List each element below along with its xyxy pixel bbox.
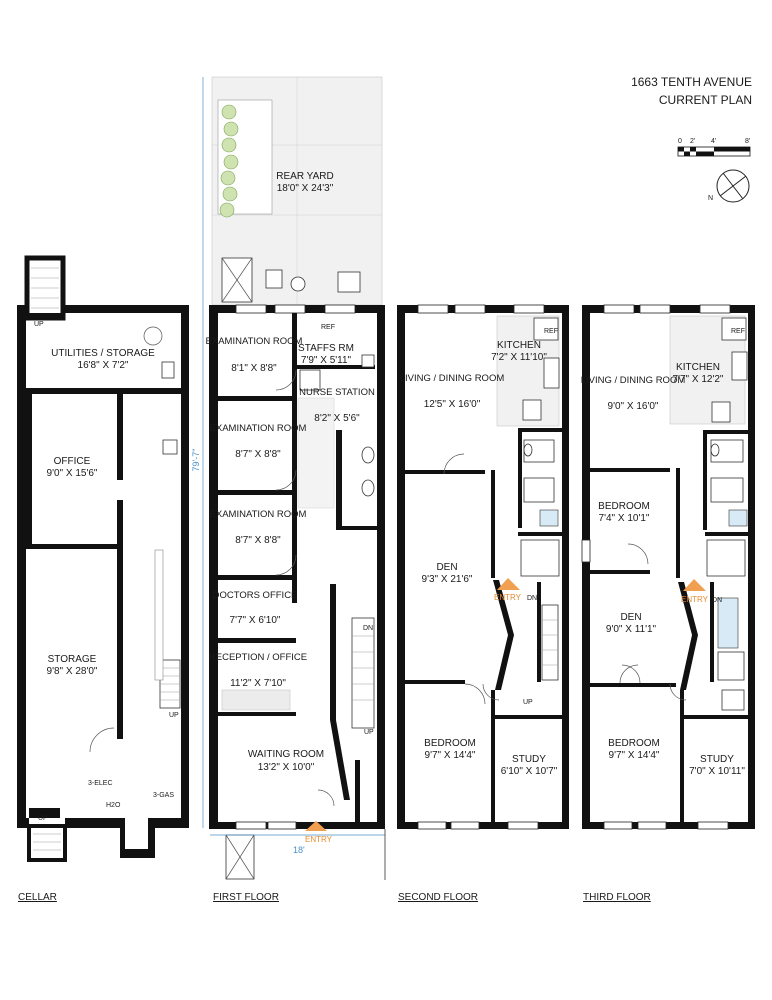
third-living-name: LIVING / DINING ROOM: [581, 375, 686, 386]
first-staffs-size: 7'9" X 5'11": [301, 355, 352, 366]
first-reception-size: 11'2" X 7'10": [230, 678, 286, 689]
cellar-stair-up: UP: [169, 712, 179, 719]
plan-subtitle: CURRENT PLAN: [659, 93, 752, 107]
second-entry-label: ENTRY: [494, 593, 522, 602]
second-living-name: LIVING / DINING ROOM: [400, 373, 505, 384]
second-study-size: 6'10" X 10'7": [501, 766, 558, 777]
third-study-size: 7'0" X 10'11": [689, 766, 745, 777]
first-depth-dimension: 79'-7": [191, 449, 201, 472]
second-den-name: DEN: [436, 562, 457, 573]
second-dn-label: DN: [527, 595, 537, 602]
cellar-water-label: H2O: [106, 802, 121, 809]
scale-label-0: 0: [678, 138, 682, 145]
second-bedroom-name: BEDROOM: [424, 738, 476, 749]
first-exam1-size: 8'1" X 8'8": [231, 363, 277, 374]
first-exam1-name-line: EXAMINATION ROOM: [206, 336, 303, 347]
cellar-gas-label: 3-GAS: [153, 792, 174, 799]
first-dn-label: DN: [363, 625, 373, 632]
first-entry-arrow-icon: [305, 821, 327, 831]
third-bedroom1-size: 7'4" X 10'1": [599, 513, 650, 524]
third-study-name: STUDY: [700, 754, 734, 765]
third-den-name: DEN: [620, 612, 641, 623]
cellar-up-top: UP: [34, 321, 44, 328]
second-ref-label: REF: [544, 328, 558, 335]
first-floor-plan: REAR YARD 18'0" X 24'3" 79'-7": [191, 76, 386, 903]
first-exam2-name: EXAMINATION ROOM: [210, 423, 307, 434]
second-living-size: 12'5" X 16'0": [424, 399, 481, 410]
second-floor-plan: REF KITCHEN 7'2" X 11'10" LIVING / DININ…: [397, 304, 569, 903]
third-dn-label: DN: [712, 597, 722, 604]
scale-label-4: 4': [711, 138, 716, 145]
second-floor-title: SECOND FLOOR: [398, 892, 478, 903]
first-waiting-size: 13'2" X 10'0": [258, 762, 315, 773]
first-nurse-name: NURSE STATION: [299, 387, 375, 398]
third-floor-plan: REF KITCHEN 7'7" X 12'2" LIVING / DINING…: [581, 304, 755, 903]
third-kitchen-name: KITCHEN: [676, 362, 720, 373]
first-reception-name: RECEPTION / OFFICE: [209, 652, 307, 663]
rear-yard-size: 18'0" X 24'3": [277, 183, 334, 194]
second-up-label: UP: [523, 699, 533, 706]
second-bedroom-size: 9'7" X 14'4": [425, 750, 476, 761]
cellar-office-name: OFFICE: [54, 456, 91, 467]
first-exam3-size: 8'7" X 8'8": [235, 535, 281, 546]
address-title: 1663 TENTH AVENUE: [631, 75, 752, 89]
first-doctors-name: DOCTORS OFFICE: [213, 590, 298, 601]
third-ref-label: REF: [731, 328, 745, 335]
third-entry-arrow-icon: [683, 579, 706, 591]
third-living-size: 9'0" X 16'0": [608, 401, 659, 412]
cellar-storage-size: 9'8" X 28'0": [47, 666, 98, 677]
rear-yard-name: REAR YARD: [276, 171, 333, 182]
scale-label-8: 8': [745, 138, 750, 145]
first-width-dimension: 18': [293, 845, 305, 855]
third-bedroom2-name: BEDROOM: [608, 738, 660, 749]
third-bedroom1-name: BEDROOM: [598, 501, 650, 512]
cellar-up-bottom: UP: [38, 815, 48, 822]
first-entry-label: ENTRY: [305, 835, 333, 844]
cellar-storage-name: STORAGE: [48, 654, 97, 665]
first-up-label: UP: [364, 729, 374, 736]
scale-bar: 0 2' 4' 8': [677, 138, 751, 157]
compass-rose-icon: N: [708, 169, 750, 203]
third-den-size: 9'0" X 11'1": [606, 624, 657, 635]
first-nurse-size: 8'2" X 5'6": [314, 413, 360, 424]
second-den-size: 9'3" X 21'6": [422, 574, 473, 585]
second-kitchen-size: 7'2" X 11'10": [491, 352, 547, 363]
scale-label-2: 2': [690, 138, 695, 145]
second-entry-arrow-icon: [497, 578, 520, 590]
first-ref-label: REF: [321, 324, 335, 331]
cellar-utilities-name: UTILITIES / STORAGE: [51, 348, 155, 359]
compass-north-label: N: [708, 195, 713, 202]
cellar-office-size: 9'0" X 15'6": [47, 468, 98, 479]
cellar-elec-label: 3-ELEC: [88, 780, 113, 787]
second-study-name: STUDY: [512, 754, 546, 765]
cellar-utilities-size: 16'8" X 7'2": [78, 360, 129, 371]
third-bedroom2-size: 9'7" X 14'4": [609, 750, 660, 761]
third-entry-label: ENTRY: [681, 595, 709, 604]
first-staffs-name: STAFFS RM: [298, 343, 354, 354]
first-doctors-size: 7'7" X 6'10": [230, 615, 281, 626]
first-exam3-name: EXAMINATION ROOM: [210, 509, 307, 520]
second-kitchen-name: KITCHEN: [497, 340, 541, 351]
shrub-icons: [219, 104, 239, 218]
plan-title-block: 1663 TENTH AVENUE CURRENT PLAN: [631, 75, 752, 107]
first-waiting-name: WAITING ROOM: [248, 749, 324, 760]
first-exam2-size: 8'7" X 8'8": [235, 449, 281, 460]
third-kitchen-size: 7'7" X 12'2": [673, 374, 724, 385]
cellar-floor-title: CELLAR: [18, 892, 57, 903]
cellar-plan: UP UTILITIES / STORAGE 16'8" X 7'2" OFFI…: [17, 255, 189, 903]
first-floor-title: FIRST FLOOR: [213, 892, 279, 903]
third-floor-title: THIRD FLOOR: [583, 892, 651, 903]
